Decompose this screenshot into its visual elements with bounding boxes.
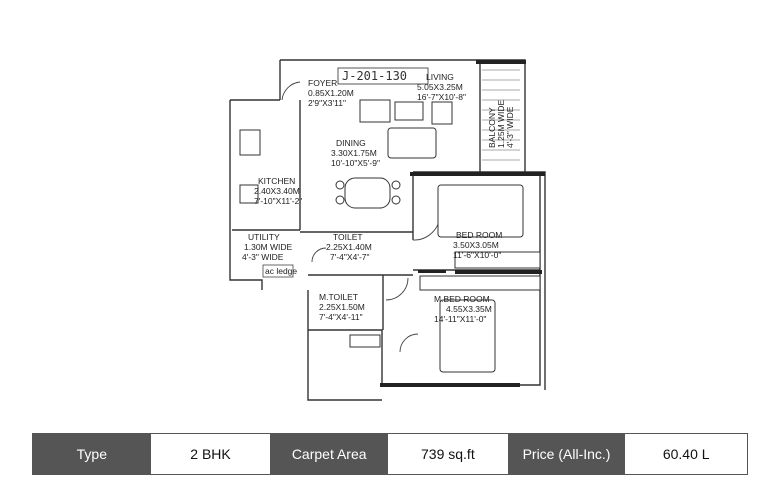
svg-text:M.TOILET: M.TOILET <box>319 292 358 302</box>
svg-text:BED ROOM: BED ROOM <box>456 230 502 240</box>
svg-text:4'-3" WIDE: 4'-3" WIDE <box>505 106 515 148</box>
svg-text:2.25X1.50M: 2.25X1.50M <box>319 302 365 312</box>
foyer-label: FOYER 0.85X1.20M 2'9"X3'11" <box>308 78 354 108</box>
svg-text:2.25X1.40M: 2.25X1.40M <box>326 242 372 252</box>
svg-text:4'-3" WIDE: 4'-3" WIDE <box>242 252 284 262</box>
svg-text:11'-6"X10'-0": 11'-6"X10'-0" <box>453 250 501 260</box>
carpet-area-value: 739 sq.ft <box>388 434 508 474</box>
svg-text:14'-11"X11'-0": 14'-11"X11'-0" <box>434 314 486 324</box>
type-label: Type <box>33 434 151 474</box>
svg-text:2'9"X3'11": 2'9"X3'11" <box>308 98 346 108</box>
price-label: Price (All-Inc.) <box>507 434 626 474</box>
m-toilet-label: M.TOILET 2.25X1.50M 7'-4"X4'-11" <box>319 292 365 322</box>
living-label: LIVING 5.05X3.25M 16'-7"X10'-8" <box>417 72 466 102</box>
svg-text:M.BED ROOM: M.BED ROOM <box>434 294 490 304</box>
svg-text:7'-4"X4'-11": 7'-4"X4'-11" <box>319 312 363 322</box>
svg-text:10'-10"X5'-9": 10'-10"X5'-9" <box>331 158 380 168</box>
svg-text:16'-7"X10'-8": 16'-7"X10'-8" <box>417 92 466 102</box>
unit-info-bar: Type 2 BHK Carpet Area 739 sq.ft Price (… <box>32 433 748 475</box>
price-value: 60.40 L <box>625 434 748 474</box>
floor-plan: J-201-130 FOYER 0.85X1.20M 2'9"X3'11" LI… <box>229 59 546 401</box>
bed-room-label: BED ROOM 3.50X3.05M 11'-6"X10'-0" <box>453 230 502 260</box>
kitchen-label: KITCHEN 2.40X3.40M 7'-10"X11'-2" <box>254 176 302 206</box>
unit-code: J-201-130 <box>342 69 407 83</box>
svg-text:FOYER: FOYER <box>308 78 337 88</box>
svg-text:UTILITY: UTILITY <box>248 232 280 242</box>
ac-ledge-label: ac ledge <box>265 266 297 276</box>
toilet-label: TOILET 2.25X1.40M 7'-4"X4'-7" <box>326 232 372 262</box>
dining-label: DINING 3.30X1.75M 10'-10"X5'-9" <box>331 138 380 168</box>
balcony-label: BALCONY 1.25M WIDE 4'-3" WIDE <box>487 99 515 148</box>
svg-text:KITCHEN: KITCHEN <box>258 176 295 186</box>
type-value: 2 BHK <box>150 434 271 474</box>
svg-text:4.55X3.35M: 4.55X3.35M <box>446 304 492 314</box>
carpet-area-label: Carpet Area <box>270 434 389 474</box>
svg-text:1.30M WIDE: 1.30M WIDE <box>244 242 293 252</box>
svg-text:LIVING: LIVING <box>426 72 454 82</box>
svg-text:7'-10"X11'-2": 7'-10"X11'-2" <box>254 196 302 206</box>
svg-text:0.85X1.20M: 0.85X1.20M <box>308 88 354 98</box>
svg-text:3.50X3.05M: 3.50X3.05M <box>453 240 499 250</box>
svg-text:2.40X3.40M: 2.40X3.40M <box>254 186 300 196</box>
utility-label: UTILITY 1.30M WIDE 4'-3" WIDE <box>242 232 293 262</box>
svg-text:BALCONY: BALCONY <box>487 107 497 148</box>
svg-text:1.25M WIDE: 1.25M WIDE <box>496 99 506 148</box>
svg-text:TOILET: TOILET <box>333 232 363 242</box>
svg-text:7'-4"X4'-7": 7'-4"X4'-7" <box>330 252 370 262</box>
m-bed-room-label: M.BED ROOM 4.55X3.35M 14'-11"X11'-0" <box>434 294 492 324</box>
svg-text:3.30X1.75M: 3.30X1.75M <box>331 148 377 158</box>
svg-text:5.05X3.25M: 5.05X3.25M <box>417 82 463 92</box>
svg-text:DINING: DINING <box>336 138 366 148</box>
